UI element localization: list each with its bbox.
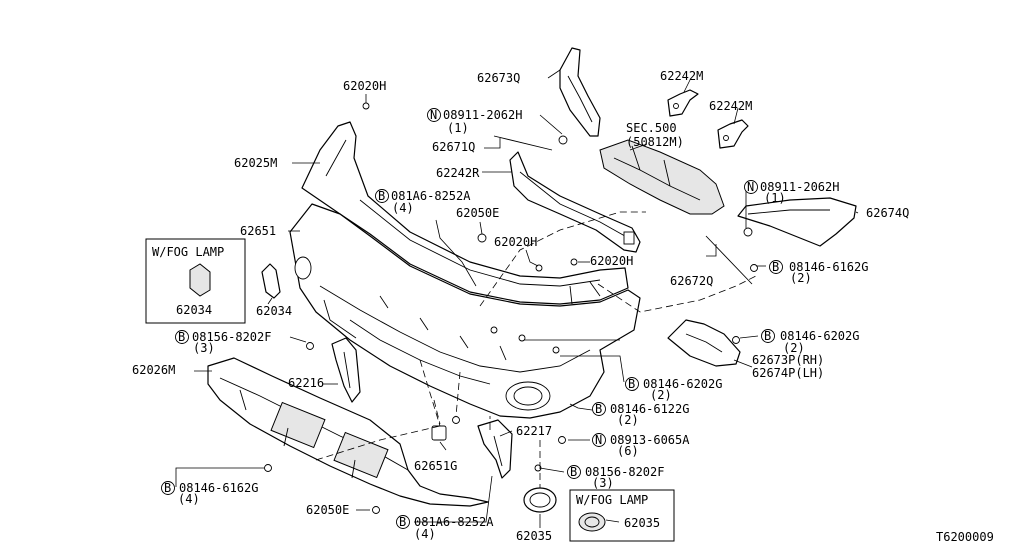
qty-08911-2062h-upper: (1) [447, 121, 469, 135]
label-62035: 62035 [516, 529, 552, 543]
qty-08146-6162g-right: (2) [790, 271, 812, 285]
fog-lamp-box-part: 62034 [176, 303, 212, 317]
label-62020h-center: 62020H [494, 235, 537, 249]
fog-lamp-box-part: 62035 [624, 516, 660, 530]
fog-lamp-box-title: W/FOG LAMP [576, 493, 648, 507]
part-62217-bracket [477, 419, 513, 479]
label-62034: 62034 [256, 304, 292, 318]
label-08911-2062h-right: 08911-2062H [760, 180, 839, 194]
qty-08156-8202f-left: (3) [193, 341, 215, 355]
prefix-b-08156-8202f-right [567, 465, 581, 479]
fog-lamp-box-62035: W/FOG LAMP 62035 [569, 489, 675, 542]
prefix-b: B [772, 260, 779, 274]
fog-lamp-box-title: W/FOG LAMP [152, 245, 224, 259]
label-08913-6065a: 08913-6065A [610, 433, 690, 447]
label-081a6-8252a-upper: 081A6-8252A [391, 189, 471, 203]
part-62673q-side-strip [559, 47, 601, 137]
part-62671q-rod [493, 135, 553, 151]
label-62242m-lower: 62242M [709, 99, 752, 113]
label-62050e-lower: 62050E [306, 503, 349, 517]
qty-08156-8202f-right: (3) [592, 476, 614, 490]
qty-08146-6122g: (2) [617, 413, 639, 427]
label-08146-6162g-left: 08146-6162G [179, 481, 258, 495]
label-62050e-upper: 62050E [456, 206, 499, 220]
prefix-b: B [178, 330, 185, 344]
diagram-id: T6200009 [936, 530, 994, 544]
label-62673p-rh: 62673P(RH) [752, 353, 824, 367]
qty-081a6-8252a-lower: (4) [414, 527, 436, 541]
label-08146-6202g-center: 08146-6202G [643, 377, 722, 391]
part-62651-bumper-fascia [289, 203, 641, 419]
part-62035-finisher-ring [523, 487, 557, 513]
part-labels: 62020H 62025M 62651 62034 62673Q 62242M … [132, 69, 994, 544]
prefix-n: N [430, 108, 437, 122]
label-62671q: 62671Q [432, 140, 475, 154]
label-62672q: 62672Q [670, 274, 713, 288]
label-62674p-lh: 62674P(LH) [752, 366, 824, 380]
label-62651: 62651 [240, 224, 276, 238]
label-62674q: 62674Q [866, 206, 909, 220]
prefix-b-08146-6202g-right [761, 329, 775, 343]
prefix-n: N [747, 180, 754, 194]
prefix-b: B [628, 377, 635, 391]
qty-08146-6202g-right: (2) [783, 341, 805, 355]
label-08146-6162g-right: 08146-6162G [789, 260, 868, 274]
fog-lamp-box-62034: W/FOG LAMP 62034 [145, 238, 246, 324]
label-62020h-right: 62020H [590, 254, 633, 268]
prefix-b: B [764, 329, 771, 343]
prefix-b-08146-6162g-left [161, 481, 175, 495]
label-081a6-8252a-lower: 081A6-8252A [414, 515, 494, 529]
part-62026m-lower-reinforcement [207, 357, 489, 507]
qty-08146-6162g-left: (4) [178, 492, 200, 506]
part-62673p-side-bracket [667, 319, 741, 367]
prefix-b-08146-6122g [592, 402, 606, 416]
qty-08146-6202g-center: (2) [650, 388, 672, 402]
label-62026m: 62026M [132, 363, 175, 377]
part-62242m-bracket-lower [717, 119, 749, 149]
label-62025m: 62025M [234, 156, 277, 170]
label-08911-2062h-upper: 08911-2062H [443, 108, 522, 122]
fasteners [264, 102, 758, 514]
label-62020h: 62020H [343, 79, 386, 93]
part-50812m-reinforcement [599, 139, 725, 215]
prefix-b-081a6-upper [375, 189, 389, 203]
label-62673q: 62673Q [477, 71, 520, 85]
prefix-b: B [378, 189, 385, 203]
label-62242r: 62242R [436, 166, 480, 180]
alignment-lines [315, 211, 757, 488]
prefix-b-08156-8202f-left [175, 330, 189, 344]
qty-08913-6065a: (6) [617, 444, 639, 458]
part-62216-bracket [331, 337, 361, 403]
prefix-n-08911-right [744, 180, 758, 194]
prefix-b: B [570, 465, 577, 479]
label-08156-8202f-right: 08156-8202F [585, 465, 664, 479]
part-62242m-bracket-upper [667, 89, 699, 117]
label-62242m-upper: 62242M [660, 69, 703, 83]
label-62651g: 62651G [414, 459, 457, 473]
prefix-b: B [164, 481, 171, 495]
label-08146-6202g-right: 08146-6202G [780, 329, 859, 343]
prefix-n: N [595, 433, 602, 447]
label-08146-6122g: 08146-6122G [610, 402, 689, 416]
prefix-b-08146-6202g-center [625, 377, 639, 391]
prefix-n-08913-6065a [592, 433, 606, 447]
part-62034-finisher [261, 263, 281, 299]
part-62672q-rod [705, 235, 753, 285]
part-62674q-side-strip [737, 197, 857, 247]
prefix-b: B [399, 515, 406, 529]
prefix-b-08146-6162g-right [769, 260, 783, 274]
prefix-n-08911-upper [427, 108, 441, 122]
prefix-b: B [595, 402, 602, 416]
part-62242r-center-bracket [509, 151, 641, 253]
qty-08911-2062h-right: (1) [764, 191, 786, 205]
label-50812m: (50812M) [626, 135, 684, 149]
label-62216: 62216 [288, 376, 324, 390]
prefix-b-081a6-lower [396, 515, 410, 529]
label-sec-500: SEC.500 [626, 121, 677, 135]
label-62217: 62217 [516, 424, 552, 438]
label-08156-8202f-left: 08156-8202F [192, 330, 271, 344]
qty-081a6-8252a-upper: (4) [392, 201, 414, 215]
part-62651g-clip [431, 425, 447, 441]
